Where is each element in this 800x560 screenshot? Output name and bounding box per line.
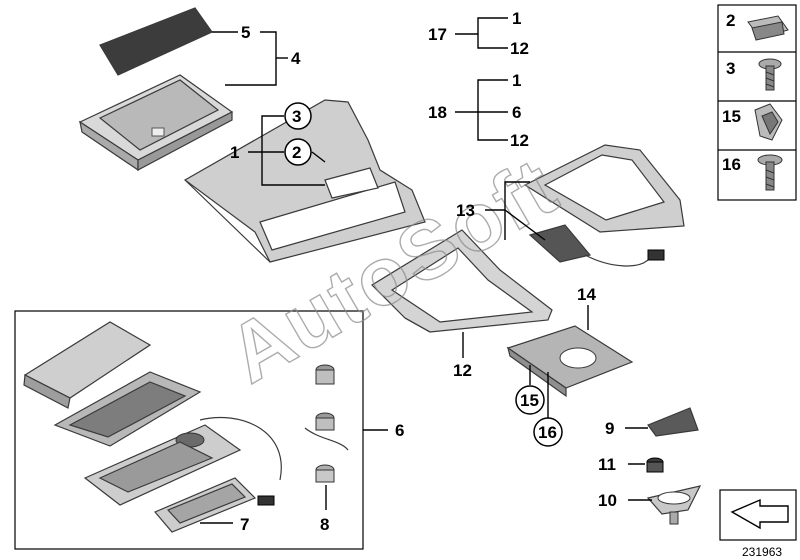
- part-1-trim-frame[interactable]: [183, 99, 426, 263]
- assembly-6-parts[interactable]: [23, 321, 349, 533]
- callout-8: 8: [320, 515, 329, 534]
- clip-nut-icon: [747, 15, 789, 41]
- group-17-parent: 17: [428, 25, 447, 44]
- part-14-cover-plate[interactable]: [506, 325, 634, 398]
- sidebar-item-2-label: 2: [726, 11, 735, 30]
- callout-16: 16: [538, 423, 557, 442]
- callout-15: 15: [520, 391, 539, 410]
- part-9-small-cover[interactable]: [647, 407, 699, 437]
- bolt-icon: [757, 154, 783, 191]
- callout-15-circle: [515, 385, 545, 415]
- callout-2-circle: [284, 138, 312, 166]
- callout-3-circle: [284, 102, 312, 130]
- callout-12: 12: [453, 361, 472, 380]
- callout-6: 6: [395, 421, 404, 440]
- screw-icon: [758, 58, 782, 91]
- group-18-parent: 18: [428, 103, 447, 122]
- callout-4: 4: [291, 49, 301, 68]
- sidebar-item-15-label: 15: [722, 107, 741, 126]
- part-10-insert[interactable]: [646, 485, 702, 525]
- callout-14: 14: [577, 285, 596, 304]
- callout-3: 3: [292, 107, 301, 126]
- callout-2: 2: [292, 143, 301, 162]
- part-5-cover[interactable]: [99, 7, 213, 76]
- part-12-shift-surround[interactable]: [371, 229, 553, 333]
- part-11-socket[interactable]: [646, 457, 664, 473]
- callout-labels: 5 4 3 2 1 17 1 12 18 1 6 12 13 12 14 15 …: [230, 9, 617, 534]
- doc-number-box: 231963: [719, 489, 797, 559]
- sidebar-item-3-label: 3: [726, 59, 735, 78]
- callout-16-circle: [533, 417, 563, 447]
- leader-lines: [200, 17, 652, 524]
- callout-10: 10: [598, 491, 617, 510]
- group-17-child-2: 12: [510, 39, 529, 58]
- arrow-icon: [730, 498, 789, 530]
- spring-clip-icon: [754, 103, 783, 141]
- callout-11: 11: [598, 455, 616, 474]
- part-4-tray[interactable]: [78, 74, 234, 172]
- part-13-upper-trim[interactable]: [523, 144, 685, 267]
- group-18-child-1: 1: [512, 71, 521, 90]
- group-17-child-1: 1: [512, 9, 521, 28]
- group-18-child-3: 12: [510, 131, 529, 150]
- callout-9: 9: [605, 419, 614, 438]
- callout-5: 5: [241, 23, 250, 42]
- callout-7: 7: [240, 515, 249, 534]
- callout-1: 1: [230, 143, 239, 162]
- group-18-child-2: 6: [512, 103, 521, 122]
- hardware-sidebar: 2 3 15 16: [717, 4, 797, 201]
- doc-number: 231963: [742, 545, 782, 559]
- callout-13: 13: [456, 201, 475, 220]
- sidebar-item-16-label: 16: [722, 155, 741, 174]
